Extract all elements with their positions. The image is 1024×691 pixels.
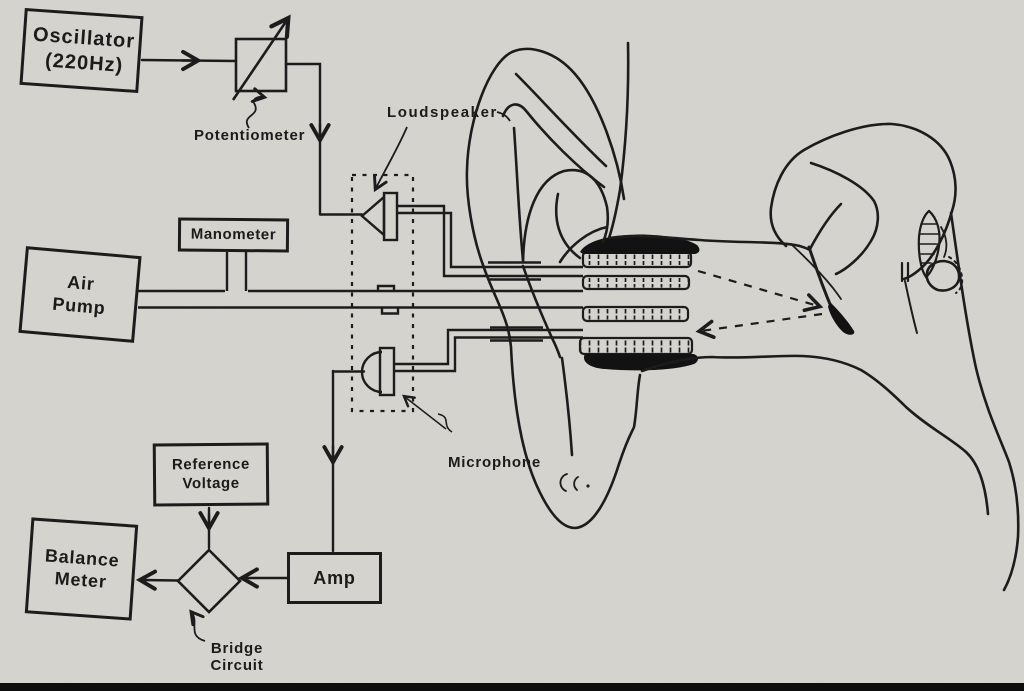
bridge-leader-arrow	[189, 609, 206, 642]
microphone-leader-squiggle	[437, 413, 453, 433]
reference-voltage-label-line2: Voltage	[182, 474, 240, 492]
microphone-tube-coupling	[490, 326, 543, 342]
ear-plug-seal-bottom	[583, 354, 699, 371]
ear-plug-seal-top	[580, 234, 700, 254]
loudspeaker-label-tail	[496, 111, 511, 122]
ear-anatomy	[465, 41, 1020, 592]
balance-meter-box: Balance Meter	[24, 517, 139, 621]
wire-bridge-to-balance-meter	[135, 569, 180, 591]
pinna-fold-2	[501, 103, 606, 189]
scan-bottom-border	[0, 683, 1024, 691]
bridge-circuit-diamond	[176, 548, 242, 614]
ear-plug-segment-4	[578, 336, 694, 356]
pinna-and-earlobe-outline	[465, 47, 642, 530]
pinna-fold-3	[512, 126, 525, 262]
ossicle-hatching	[919, 223, 939, 264]
ear-plug-segment-3	[581, 305, 690, 323]
canal-back-wall	[790, 243, 842, 300]
ear-plug-segment-2	[581, 274, 691, 291]
air-pump-box: Air Pump	[18, 246, 142, 343]
ossicle-side-curve	[940, 226, 948, 258]
potentiometer-arrow	[231, 14, 291, 101]
potentiometer-leader-squiggle	[246, 87, 268, 129]
eardrum-line	[807, 245, 834, 311]
potentiometer-label: Potentiometer	[194, 127, 306, 144]
oscillator-box: Oscillator (220Hz)	[19, 7, 144, 94]
air-line	[138, 252, 583, 315]
loudspeaker-leader-arrow	[373, 126, 408, 193]
loudspeaker-label: Loudspeaker	[387, 104, 498, 121]
microphone-tube-inner	[394, 336, 583, 373]
middle-ear-inner-loop	[809, 161, 880, 276]
pinna-fold-crossing-tubes	[521, 264, 562, 359]
head-edge-line	[607, 41, 630, 240]
ear-plug	[578, 234, 700, 371]
pinna-fold-1	[514, 72, 608, 168]
pinna-fold-to-plug	[554, 192, 582, 260]
bridge-circuit-label-line1: Bridge	[210, 640, 264, 657]
sound-path-to-eardrum	[697, 269, 824, 313]
cochlea-loop	[925, 259, 961, 292]
bridge-circuit-label-line2: Circuit	[210, 657, 264, 674]
reference-voltage-label-line1: Reference	[171, 455, 250, 474]
potentiometer-symbol	[231, 14, 291, 129]
tragus-curve	[558, 225, 609, 264]
earlobe-inner-curve	[560, 356, 574, 457]
pinna-antihelix-arch	[521, 168, 610, 264]
loudspeaker-assembly	[360, 111, 583, 281]
loudspeaker-driver	[382, 191, 399, 242]
ear-plug-segment-1	[581, 250, 693, 269]
loudspeaker-tube-inner	[397, 211, 583, 269]
wire-potentiometer-to-loudspeaker	[284, 62, 322, 216]
bridge-circuit-label: Bridge Circuit	[197, 640, 277, 674]
eardrum-shadow-wedge	[828, 303, 855, 335]
middle-ear-tail-line	[904, 280, 918, 334]
ossicle-outline	[917, 209, 941, 279]
ossicle-handle-joint	[900, 261, 910, 283]
earlobe-crease-marks	[559, 473, 579, 492]
head-rear-edge-line	[949, 211, 1020, 592]
air-tube-fitting-top	[376, 284, 396, 291]
microphone-leader-arrow	[402, 394, 447, 430]
amp-label: Amp	[313, 567, 356, 588]
microphone-dome-icon	[360, 350, 383, 394]
ear-canal-top-wall	[607, 234, 812, 252]
amp-box: Amp	[287, 552, 382, 604]
manometer-label: Manometer	[190, 225, 277, 243]
loudspeaker-tube-coupling	[488, 261, 541, 281]
microphone-tube-outer	[394, 328, 583, 366]
wiring	[135, 49, 366, 591]
loudspeaker-tube-outer	[397, 204, 583, 278]
earlobe-dot	[586, 484, 590, 488]
probe-housing-dashed-box	[350, 173, 415, 413]
air-tube-fitting-bottom	[380, 307, 400, 315]
manometer-box: Manometer	[177, 217, 290, 253]
sound-path-to-microphone	[695, 312, 823, 339]
reference-voltage-box: Reference Voltage	[152, 442, 270, 507]
microphone-assembly	[360, 326, 583, 433]
eardrum-to-loop-line	[808, 202, 843, 251]
ear-canal-bottom-wall-and-jaw	[640, 354, 990, 516]
sound-path-arrows	[695, 269, 824, 339]
manometer-tap	[225, 252, 248, 291]
microphone-label: Microphone	[448, 454, 541, 471]
